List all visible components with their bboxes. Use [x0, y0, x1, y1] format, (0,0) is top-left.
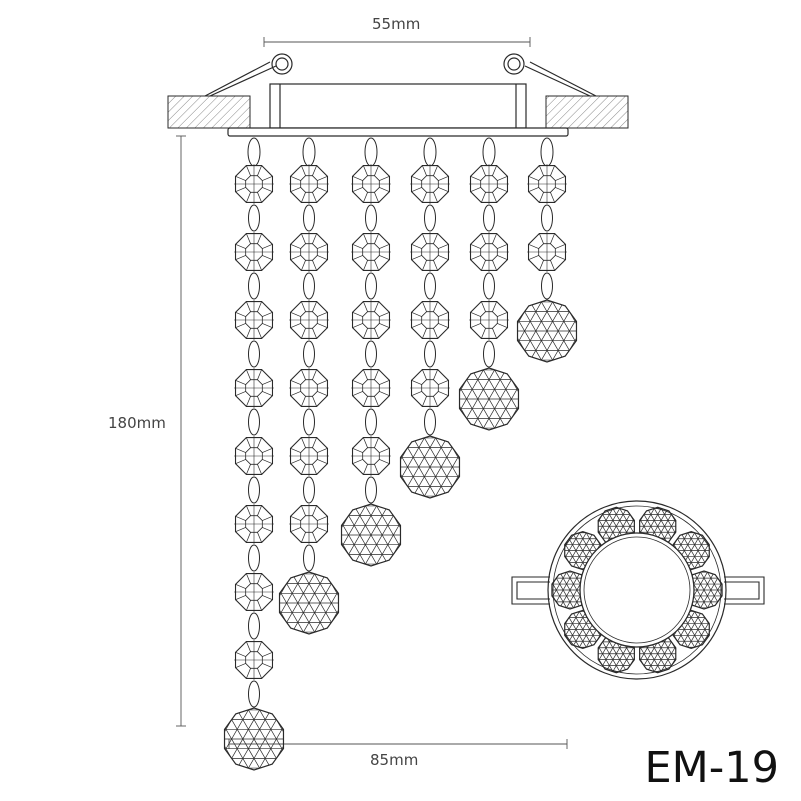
link-oval [540, 137, 554, 167]
octagon-bead [234, 436, 274, 476]
link-oval [423, 137, 437, 167]
crystal-ball [516, 299, 578, 363]
dimension-lines [176, 37, 568, 749]
ceiling [167, 95, 629, 129]
link-oval [364, 137, 378, 167]
octagon-bead [234, 164, 274, 204]
octagon-bead [234, 640, 274, 680]
crystal-ball [399, 435, 461, 499]
octagon-bead [289, 368, 329, 408]
crystal-ball [278, 571, 340, 635]
octagon-bead [351, 164, 391, 204]
octagon-bead [469, 164, 509, 204]
crystal-strands [223, 137, 578, 771]
link-oval [424, 340, 436, 368]
octagon-bead [289, 300, 329, 340]
octagon-bead [469, 232, 509, 272]
strand-1 [223, 137, 285, 771]
dimension-height: 180mm [108, 414, 166, 432]
spring-clip-right [524, 61, 597, 97]
octagon-bead [351, 232, 391, 272]
octagon-bead [351, 368, 391, 408]
link-oval [248, 204, 260, 232]
trim-plate [227, 127, 569, 137]
octagon-bead [351, 436, 391, 476]
link-oval [248, 680, 260, 708]
crystal-ball [340, 503, 402, 567]
link-oval [248, 272, 260, 300]
housing-body [269, 83, 527, 129]
octagon-bead [469, 300, 509, 340]
link-oval [365, 408, 377, 436]
octagon-bead [289, 164, 329, 204]
octagon-bead [234, 368, 274, 408]
octagon-bead [527, 232, 567, 272]
link-oval [303, 408, 315, 436]
link-oval [248, 340, 260, 368]
octagon-bead [527, 164, 567, 204]
strand-2 [278, 137, 340, 635]
link-oval [303, 204, 315, 232]
link-oval [247, 137, 261, 167]
bottom-view [511, 500, 765, 680]
bracket-right [724, 576, 765, 605]
link-oval [302, 137, 316, 167]
bracket-left [511, 576, 550, 605]
link-oval [365, 476, 377, 504]
spring-clip-left-coil [271, 53, 293, 75]
crystal-ball [685, 570, 723, 610]
link-oval [365, 204, 377, 232]
octagon-bead [410, 300, 450, 340]
octagon-bead [410, 232, 450, 272]
ceiling-right [545, 95, 629, 129]
octagon-bead [289, 436, 329, 476]
octagon-bead [289, 504, 329, 544]
model-code: EM-19 [644, 743, 779, 793]
link-oval [303, 340, 315, 368]
link-oval [483, 204, 495, 232]
octagon-bead [410, 368, 450, 408]
link-oval [365, 272, 377, 300]
link-oval [248, 408, 260, 436]
link-oval [303, 476, 315, 504]
crystal-ball [564, 530, 602, 571]
link-oval [365, 340, 377, 368]
link-oval [424, 204, 436, 232]
octagon-bead [289, 232, 329, 272]
crystal-ball [223, 707, 285, 771]
link-oval [248, 612, 260, 640]
spring-clip-left [204, 61, 277, 97]
octagon-bead [234, 232, 274, 272]
ceiling-left [167, 95, 251, 129]
link-oval [483, 272, 495, 300]
spring-clip-right-coil [503, 53, 525, 75]
dimension-bottom-width: 85mm [370, 751, 419, 769]
dimension-top-width: 55mm [372, 15, 421, 33]
link-oval [541, 272, 553, 300]
strand-6 [516, 137, 578, 363]
octagon-bead [234, 572, 274, 612]
link-oval [303, 272, 315, 300]
link-oval [424, 408, 436, 436]
link-oval [541, 204, 553, 232]
strand-3 [340, 137, 402, 567]
crystal-ball [458, 367, 520, 431]
octagon-bead [410, 164, 450, 204]
strand-5 [458, 137, 520, 431]
strand-4 [399, 137, 461, 499]
octagon-bead [234, 504, 274, 544]
center-opening [579, 532, 695, 648]
octagon-bead [351, 300, 391, 340]
link-oval [303, 544, 315, 572]
link-oval [248, 544, 260, 572]
link-oval [248, 476, 260, 504]
fixture-housing [204, 53, 597, 137]
link-oval [424, 272, 436, 300]
link-oval [482, 137, 496, 167]
octagon-bead [234, 300, 274, 340]
link-oval [483, 340, 495, 368]
